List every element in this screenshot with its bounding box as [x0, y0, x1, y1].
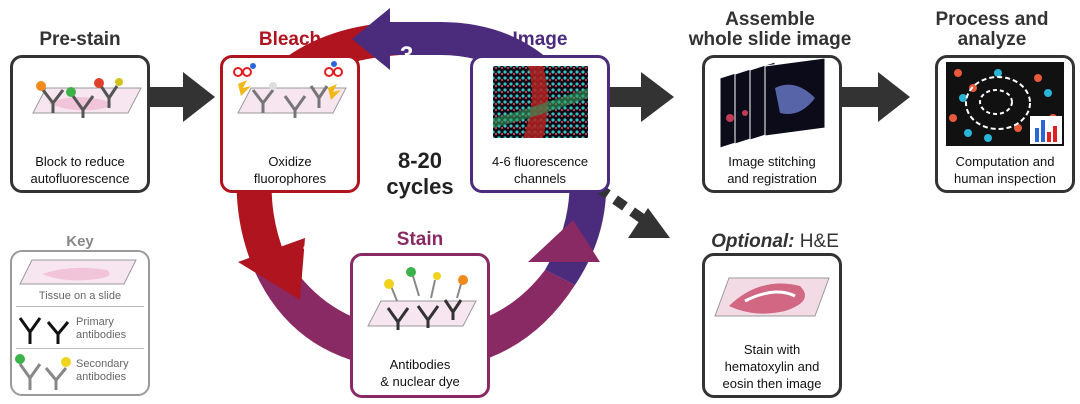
stain-title: Stain [396, 229, 444, 250]
optional-label: Optional: [711, 231, 795, 252]
key-divider-2 [16, 348, 144, 349]
key-tissue-label: Tissue on a slide [38, 290, 122, 302]
primary-antibody-icon [18, 317, 70, 344]
image-caption-2: channels [513, 171, 567, 186]
assemble-caption-2: and registration [727, 171, 817, 186]
prestain-caption-1: Block to reduce [35, 154, 125, 169]
assemble-title-2: whole slide image [688, 29, 852, 50]
prestain-card: Block to reduce autofluorescence [10, 55, 150, 193]
stain-caption-1: Antibodies [389, 357, 451, 372]
image-caption-1: 4-6 fluorescence [491, 154, 589, 169]
fluorophore-icon [36, 81, 46, 91]
secondary-antibody-icon [15, 354, 71, 390]
he-slide-icon [714, 277, 830, 317]
key-slide-icon [19, 259, 137, 285]
stacked-images-icon [719, 58, 826, 148]
image-card: 4-6 fluorescence channels [470, 55, 610, 193]
key-card: Tissue on a slide Primary antibodies Sec… [10, 250, 150, 396]
cycle-arrowhead-2 [528, 220, 600, 262]
optional-card: Stain with hematoxylin and eosin then im… [702, 253, 842, 398]
step-3-number: 3 [400, 42, 414, 69]
step-1-number: 1 [302, 228, 316, 255]
stain-caption-2: & nuclear dye [380, 374, 460, 389]
optional-he: H&E [794, 231, 839, 252]
key-title: Key [66, 233, 94, 250]
process-caption-1: Computation and [955, 154, 1055, 169]
stain-slide-icon [367, 267, 477, 330]
optional-caption-1: Stain with [743, 342, 801, 357]
bleach-card: Oxidize fluorophores [220, 55, 360, 193]
process-title-2: analyze [957, 29, 1027, 50]
analysis-icon [946, 62, 1064, 146]
optional-arrow-icon [595, 183, 670, 238]
bleach-slide-icon [233, 61, 347, 118]
optional-caption-3: eosin then image [722, 376, 822, 391]
assemble-caption-1: Image stitching [728, 154, 816, 169]
assemble-title-1: Assemble [725, 9, 815, 30]
fluorescence-image-icon [493, 66, 588, 138]
process-card: Computation and human inspection [935, 55, 1075, 193]
optional-title: Optional: H&E [690, 232, 860, 252]
cycle-arrowhead-1 [238, 238, 305, 300]
slide-icon [32, 78, 142, 118]
arrow-icon [150, 72, 910, 122]
step-2-number: 2 [518, 222, 532, 249]
assemble-card: Image stitching and registration [702, 55, 842, 193]
cycle-word: cycles [386, 174, 454, 199]
key-divider-1 [16, 306, 144, 307]
prestain-caption-2: autofluorescence [30, 171, 130, 186]
cycle-count: 8-20 [397, 148, 443, 173]
process-caption-2: human inspection [954, 171, 1056, 186]
process-title-1: Process and [935, 9, 1049, 30]
bleach-caption-1: Oxidize [268, 154, 312, 169]
stain-card: Antibodies & nuclear dye [350, 253, 490, 398]
key-primary-label-2: antibodies [76, 329, 127, 341]
histogram-icon [1030, 116, 1062, 144]
prestain-title: Pre-stain [39, 29, 121, 50]
cycle-segment-2 [255, 255, 575, 370]
cycle-arrowhead-3 [352, 8, 390, 70]
image-title: Image [512, 29, 568, 50]
bleach-title: Bleach [258, 29, 322, 50]
optional-caption-2: hematoxylin and [724, 359, 820, 374]
bleach-caption-2: fluorophores [253, 171, 327, 186]
key-secondary-label-1: Secondary [76, 358, 129, 370]
key-secondary-label-2: antibodies [76, 371, 127, 383]
key-primary-label-1: Primary [76, 316, 114, 328]
